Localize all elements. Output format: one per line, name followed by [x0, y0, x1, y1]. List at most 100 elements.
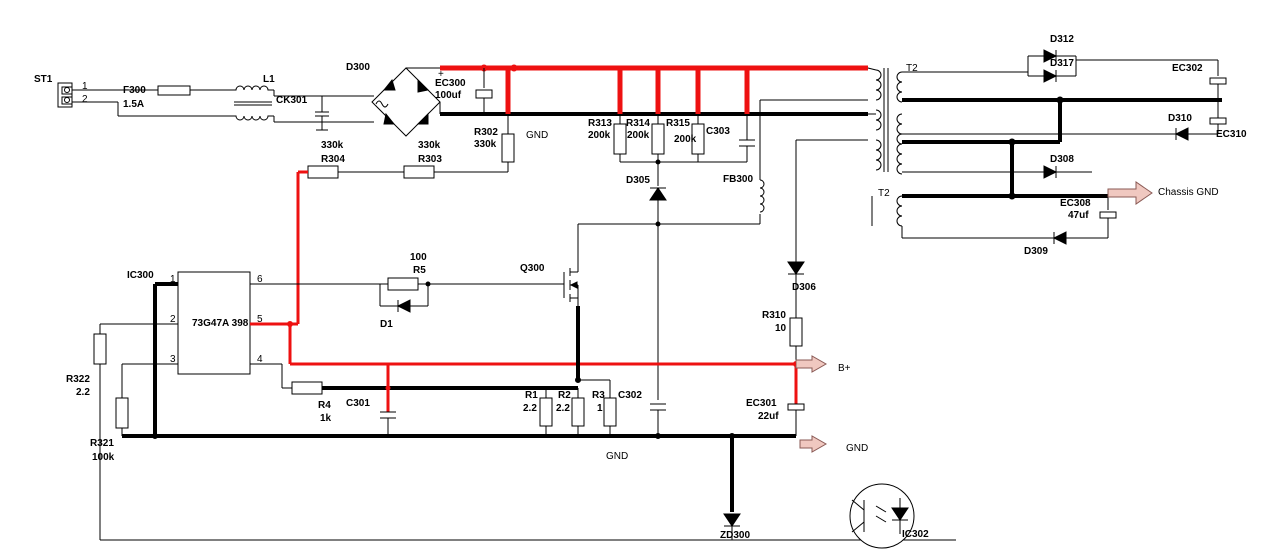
label-r3-val: 1: [597, 403, 603, 414]
optocoupler-ic302: [849, 483, 915, 549]
label-ic-name: 73G47A 398: [192, 318, 249, 329]
label-d300: D300: [346, 62, 370, 73]
fuse-f300: [157, 85, 191, 96]
label-r302-val: 330k: [474, 139, 497, 150]
label-pin1: 1: [82, 81, 88, 92]
label-ck301: CK301: [276, 95, 308, 106]
label-ec308: EC308: [1060, 198, 1091, 209]
diode-d305: [649, 187, 667, 224]
label-ic-pin6: 6: [257, 274, 263, 285]
label-r5: R5: [413, 265, 426, 276]
label-c303: C303: [706, 126, 730, 137]
bridge-rectifier-d300: [371, 67, 441, 137]
label-r315-val: 200k: [674, 134, 697, 145]
label-r2-val: 2.2: [556, 403, 570, 414]
label-ic-pin2: 2: [170, 314, 176, 325]
label-r321-val: 100k: [92, 452, 115, 463]
label-d306: D306: [792, 282, 816, 293]
label-r322-val: 2.2: [76, 387, 90, 398]
capacitor-ec302: [1209, 77, 1227, 85]
label-fb300: FB300: [723, 174, 753, 185]
label-ic-pin3: 3: [170, 354, 176, 365]
label-ec302: EC302: [1172, 63, 1203, 74]
label-ec308-val: 47uf: [1068, 210, 1089, 221]
label-ec301-val: 22uf: [758, 411, 779, 422]
resistor-r322: [93, 333, 107, 365]
capacitor-ec301: [787, 403, 805, 411]
label-d310: D310: [1168, 113, 1192, 124]
label-r321: R321: [90, 438, 114, 449]
resistor-r2: [571, 397, 585, 427]
current-sense: [380, 364, 617, 436]
b-plus-arrow: [795, 355, 828, 373]
label-r313-val: 200k: [588, 130, 611, 141]
label-ic-pin5: 5: [257, 314, 263, 325]
snubber-network: [613, 114, 755, 186]
label-plus: +: [438, 69, 444, 80]
label-c302: C302: [618, 390, 642, 401]
label-r304-val: 330k: [321, 140, 344, 151]
resistors-r303-r304: [296, 165, 435, 324]
ground-rail: [122, 433, 796, 540]
label-r4: R4: [318, 400, 331, 411]
capacitor-ec308: [1099, 211, 1117, 219]
aux-supply: [787, 139, 868, 453]
label-r303: R303: [418, 154, 442, 165]
label-r313: R313: [588, 118, 612, 129]
label-ic300: IC300: [127, 270, 154, 281]
resistor-r4: [291, 381, 323, 395]
label-r322: R322: [66, 374, 90, 385]
label-r310: R310: [762, 310, 786, 321]
resistor-r310: [789, 317, 803, 347]
label-f300: F300: [123, 85, 146, 96]
label-ec301: EC301: [746, 398, 777, 409]
label-chassis-gnd: Chassis GND: [1158, 187, 1219, 198]
label-c301: C301: [346, 398, 370, 409]
label-r2: R2: [558, 390, 571, 401]
chassis-gnd-arrow: [1107, 181, 1153, 205]
component-labels: ST1 1 2 F300 1.5A L1 CK301 D300 + EC300 …: [34, 34, 1247, 541]
label-t2-bottom: T2: [878, 188, 890, 199]
label-ic302: IC302: [902, 529, 929, 540]
common-mode-choke-l1: [230, 85, 374, 123]
label-ec310: EC310: [1216, 129, 1247, 140]
label-ec300: EC300: [435, 78, 466, 89]
label-gnd-top: GND: [526, 130, 548, 141]
connector-st1: [57, 82, 73, 108]
label-t2-top: T2: [906, 63, 918, 74]
label-r303-val: 330k: [418, 140, 441, 151]
label-ic-pin4: 4: [257, 354, 263, 365]
resistor-r1: [539, 397, 553, 427]
label-ec300-val: 100uf: [435, 90, 462, 101]
mosfet-q300: [563, 262, 610, 383]
secondary-outputs: [901, 49, 1227, 245]
input-wires: [72, 85, 230, 117]
label-r310-val: 10: [775, 323, 787, 334]
capacitor-ck301: [315, 96, 329, 131]
gate-drive: [379, 277, 564, 313]
label-b-plus: B+: [838, 363, 851, 374]
capacitor-ec300: [475, 89, 493, 99]
label-r3: R3: [592, 390, 605, 401]
label-r1-val: 2.2: [523, 403, 537, 414]
label-d312: D312: [1050, 34, 1074, 45]
label-r314: R314: [626, 118, 650, 129]
label-zd300: ZD300: [720, 530, 750, 541]
gnd-arrow: [799, 435, 828, 453]
label-st1: ST1: [34, 74, 53, 85]
label-ic-pin1: 1: [170, 274, 176, 285]
label-gnd-right: GND: [846, 443, 868, 454]
label-q300: Q300: [520, 263, 545, 274]
resistor-r3: [603, 397, 617, 427]
ferrite-fb300: [759, 179, 765, 213]
label-d308: D308: [1050, 154, 1074, 165]
label-d1: D1: [380, 319, 393, 330]
label-r1: R1: [525, 390, 538, 401]
label-r314-val: 200k: [627, 130, 650, 141]
label-r4-val: 1k: [320, 413, 332, 424]
label-gnd-bottom: GND: [606, 451, 628, 462]
label-d317: D317: [1050, 58, 1074, 69]
label-f300-rating: 1.5A: [123, 99, 144, 110]
drain-node: [577, 99, 868, 436]
